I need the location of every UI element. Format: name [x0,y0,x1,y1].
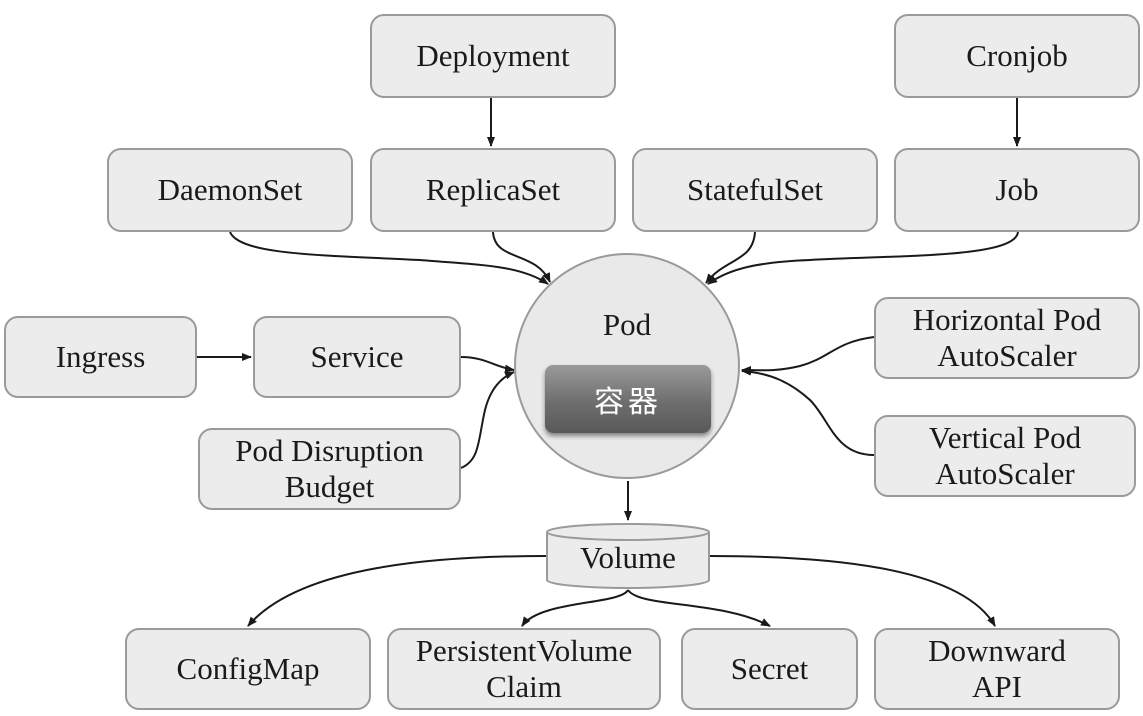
edge-replicaset-pod [492,231,551,283]
pdb-node: Pod Disruption Budget [198,428,461,510]
edge-statefulset-pod [705,231,756,284]
secret-node: Secret [681,628,858,710]
configmap-node: ConfigMap [125,628,371,710]
replicaset-label: ReplicaSet [425,172,561,207]
vpa-label: Vertical Pod AutoScaler [928,420,1082,491]
volume-cylinder-icon [546,523,710,589]
hpa-label: Horizontal Pod AutoScaler [912,302,1102,373]
edge-daemonset-pod [229,231,549,285]
pvc-label: PersistentVolume Claim [415,633,633,704]
job-node: Job [894,148,1140,232]
statefulset-label: StatefulSet [686,172,824,207]
ingress-label: Ingress [55,339,146,374]
vpa-node: Vertical Pod AutoScaler [874,415,1136,497]
ingress-node: Ingress [4,316,197,398]
edge-volume-configmap [247,555,547,627]
secret-label: Secret [730,651,809,686]
service-node: Service [253,316,461,398]
volume-label: Volume [580,540,676,575]
daemonset-label: DaemonSet [157,172,303,207]
deployment-node: Deployment [370,14,616,98]
container-label: 容器 [594,385,662,420]
deployment-label: Deployment [416,38,570,73]
pod-title: Pod [602,307,652,342]
pvc-node: PersistentVolume Claim [387,628,661,710]
edge-vpa-pod [741,367,875,456]
cronjob-node: Cronjob [894,14,1140,98]
cronjob-label: Cronjob [966,38,1068,73]
edge-job-pod [707,231,1019,285]
pdb-label: Pod Disruption Budget [235,433,424,504]
downward-api-node: Downward API [874,628,1120,710]
edge-pdb-pod [460,371,515,469]
edge-volume-secret [627,589,771,627]
downward-api-label: Downward API [928,633,1066,704]
hpa-node: Horizontal Pod AutoScaler [874,297,1140,379]
container-block: 容器 [545,365,711,433]
daemonset-node: DaemonSet [107,148,353,232]
edge-volume-downward [709,555,996,627]
service-label: Service [310,339,404,374]
statefulset-node: StatefulSet [632,148,878,232]
edge-hpa-pod [741,336,875,375]
volume-node: Volume [546,523,710,589]
pod-node: Pod 容器 [514,253,740,479]
edge-volume-pvc [521,589,629,627]
edge-service-pod [460,356,515,373]
job-label: Job [995,172,1039,207]
replicaset-node: ReplicaSet [370,148,616,232]
configmap-label: ConfigMap [176,651,320,686]
